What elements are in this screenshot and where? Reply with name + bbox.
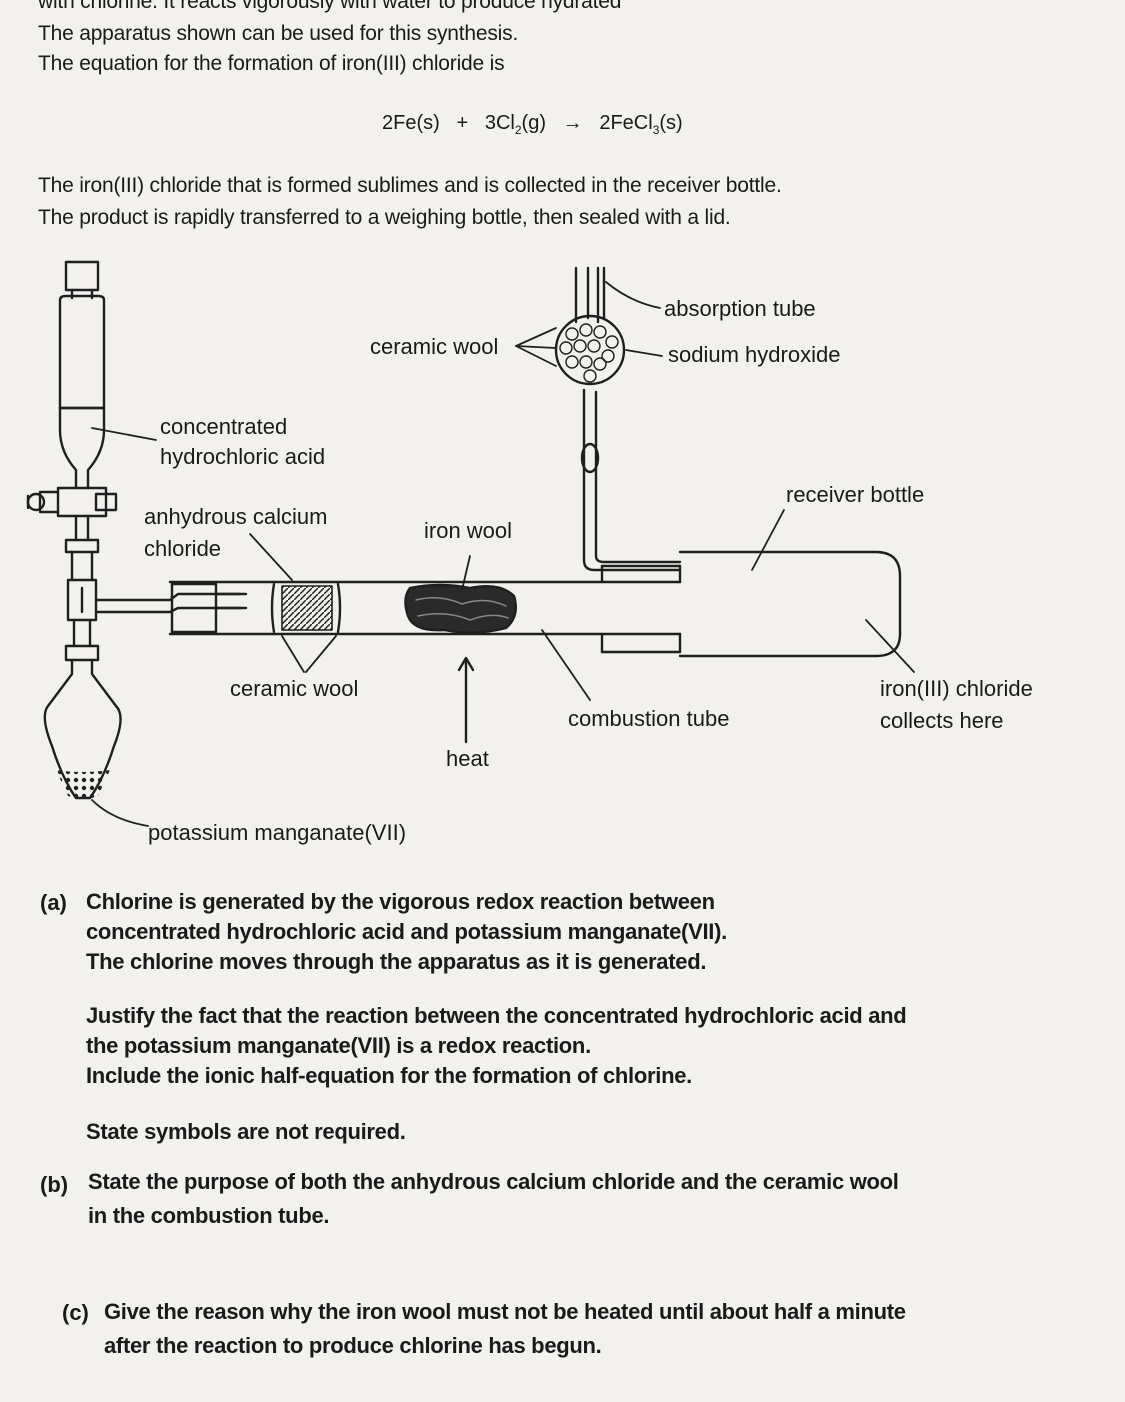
question-a-line-7: State symbols are not required. — [86, 1119, 406, 1144]
intro-line-1: The apparatus shown can be used for this… — [38, 22, 519, 45]
label-combustion-tube: combustion tube — [568, 706, 729, 731]
label-collects-here: collects here — [880, 708, 1004, 733]
label-anhydrous-calcium: anhydrous calcium — [144, 504, 327, 529]
stopcock — [26, 486, 118, 582]
label-receiver-bottle: receiver bottle — [786, 482, 924, 507]
label-potassium-manganate: potassium manganate(VII) — [148, 820, 406, 845]
question-c-letter: (c) — [62, 1300, 89, 1325]
combustion-tube — [168, 564, 682, 654]
label-absorption-tube: absorption tube — [664, 296, 816, 321]
label-iron-chloride: iron(III) chloride — [880, 676, 1033, 701]
label-sodium-hydroxide: sodium hydroxide — [668, 342, 840, 367]
leader-lines — [91, 281, 915, 827]
chemical-equation: 2Fe(s) + 3Cl2(g) → 2FeCl3(s) — [382, 112, 683, 137]
question-a-letter: (a) — [40, 890, 67, 915]
question-c-line-2: after the reaction to produce chlorine h… — [104, 1333, 602, 1358]
label-ceramic-wool-bottom: ceramic wool — [230, 676, 358, 701]
question-a-line-4: Justify the fact that the reaction betwe… — [86, 1003, 907, 1028]
question-a-line-6: Include the ionic half-equation for the … — [86, 1063, 692, 1088]
absorption-tube — [554, 266, 626, 386]
label-heat: heat — [446, 746, 489, 771]
intro-line-3: The iron(III) chloride that is formed su… — [38, 174, 782, 197]
delivery-tube — [580, 388, 682, 572]
ceramic-wool-plugs — [270, 582, 342, 634]
question-c-line-1: Give the reason why the iron wool must n… — [104, 1299, 906, 1324]
intro-line-0: with chlorine. It reacts vigorously with… — [38, 0, 622, 13]
side-arm — [64, 578, 242, 662]
label-hydrochloric-acid: hydrochloric acid — [160, 444, 325, 469]
eq-reactant-1: 2Fe(s) — [382, 112, 440, 134]
question-b-line-2: in the combustion tube. — [88, 1203, 330, 1228]
question-a-line-2: concentrated hydrochloric acid and potas… — [86, 919, 727, 944]
question-b-letter: (b) — [40, 1172, 69, 1197]
heat-arrow — [457, 656, 475, 744]
label-ceramic-wool-top: ceramic wool — [370, 334, 498, 359]
eq-plus: + — [456, 112, 469, 134]
eq-product: 2FeCl3(s) — [599, 112, 683, 137]
eq-reactant-2: 3Cl2(g) — [484, 112, 546, 137]
conical-flask — [43, 658, 122, 800]
question-b-line-1: State the purpose of both the anhydrous … — [88, 1169, 899, 1194]
intro-line-2: The equation for the formation of iron(I… — [38, 52, 505, 75]
receiver-bottle — [678, 550, 902, 658]
question-a-line-3: The chlorine moves through the apparatus… — [86, 949, 707, 974]
label-chloride: chloride — [144, 536, 221, 561]
label-iron-wool: iron wool — [424, 518, 512, 543]
eq-arrow: → — [562, 112, 583, 134]
intro-line-4: The product is rapidly transferred to a … — [38, 206, 731, 229]
iron-wool — [404, 583, 517, 634]
question-a-line-5: the potassium manganate(VII) is a redox … — [86, 1033, 591, 1058]
label-concentrated: concentrated — [160, 414, 287, 439]
calcium-chloride-packing — [281, 585, 333, 631]
dropping-funnel — [58, 260, 106, 490]
question-a-line-1: Chlorine is generated by the vigorous re… — [86, 889, 715, 914]
